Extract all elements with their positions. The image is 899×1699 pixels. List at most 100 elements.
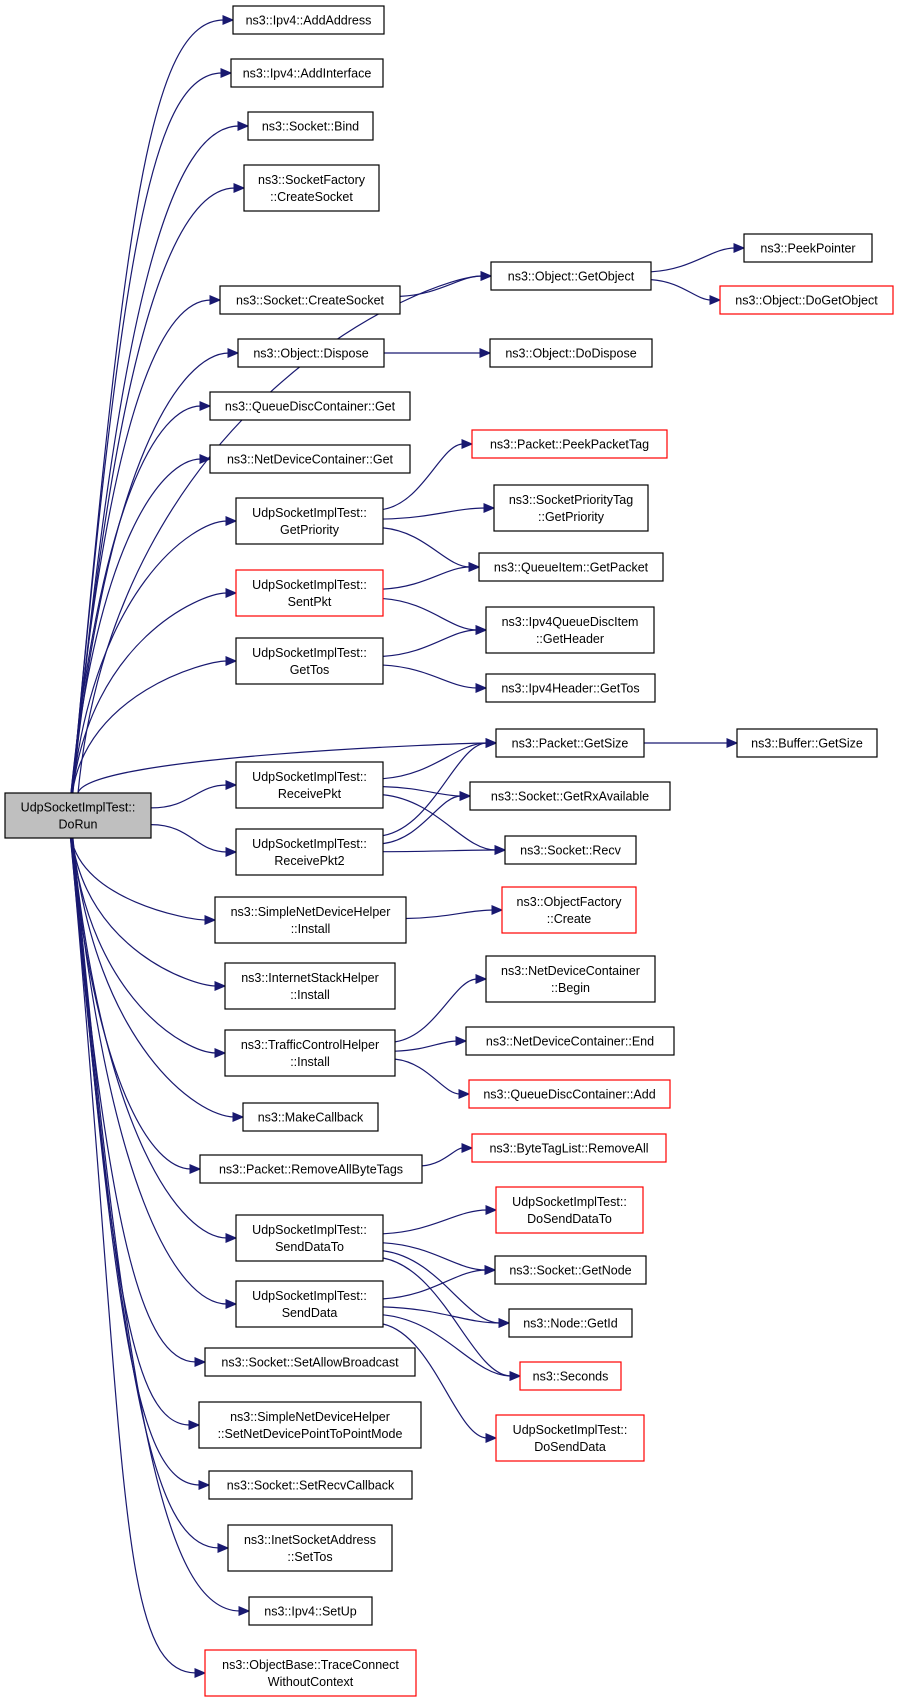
node-sptgetprio[interactable]: ns3::SocketPriorityTag::GetPriority (493, 484, 649, 532)
edge-line (71, 19, 225, 794)
edge-line (382, 527, 471, 568)
edge-line (394, 1058, 461, 1095)
node-makecallback[interactable]: ns3::MakeCallback (242, 1102, 379, 1132)
node-label: ns3::Object::GetObject (508, 270, 635, 284)
node-addaddress[interactable]: ns3::Ipv4::AddAddress (232, 5, 385, 35)
node-getrxavail[interactable]: ns3::Socket::GetRxAvailable (469, 781, 671, 811)
edge-arrowhead (198, 1480, 211, 1490)
edge-arrowhead (468, 562, 481, 572)
edge-dorun-to-tchinstall (71, 837, 227, 1058)
edge-gettos-to-ipv4hdrgettos (382, 664, 488, 693)
node-qdcadd[interactable]: ns3::QueueDiscContainer::Add (468, 1079, 671, 1109)
node-box (235, 761, 384, 809)
edge-dorun-to-receivepkt2 (150, 824, 238, 857)
node-box (235, 1214, 384, 1262)
node-label: ns3::SimpleNetDeviceHelper (231, 905, 391, 919)
node-box (232, 5, 385, 35)
node-screate[interactable]: ns3::Socket::CreateSocket (219, 285, 401, 315)
edge-dorun-to-senddata (71, 837, 238, 1309)
node-ipv4qdigethdr[interactable]: ns3::Ipv4QueueDiscItem::GetHeader (485, 606, 655, 654)
node-removeallbytetags[interactable]: ns3::Packet::RemoveAllByteTags (199, 1154, 423, 1184)
node-recv[interactable]: ns3::Socket::Recv (504, 835, 637, 865)
edge-screate-to-getobject (399, 271, 493, 297)
node-label: UdpSocketImplTest:: (512, 1195, 627, 1209)
node-getpriority[interactable]: UdpSocketImplTest::GetPriority (235, 497, 384, 545)
node-dorun[interactable]: UdpSocketImplTest::DoRun (4, 792, 152, 839)
node-label: ns3::TrafficControlHelper (241, 1038, 379, 1052)
node-bind[interactable]: ns3::Socket::Bind (247, 111, 374, 141)
edge-arrowhead (225, 1299, 238, 1309)
node-qdcget[interactable]: ns3::QueueDiscContainer::Get (209, 391, 411, 421)
node-box (494, 1255, 647, 1285)
node-label: ::Install (291, 922, 331, 936)
node-dodispose[interactable]: ns3::Object::DoDispose (489, 338, 653, 368)
node-label: ns3::Object::DoDispose (505, 347, 636, 361)
node-box (214, 896, 407, 944)
edges-layer (69, 15, 746, 1678)
edge-senddata-to-getnode (382, 1265, 497, 1300)
node-senddatato[interactable]: UdpSocketImplTest::SendDataTo (235, 1214, 384, 1262)
node-pktgetsize[interactable]: ns3::Packet::GetSize (495, 728, 645, 758)
edge-line (71, 837, 228, 1305)
node-nodegetid[interactable]: ns3::Node::GetId (508, 1308, 633, 1338)
node-dogetobject[interactable]: ns3::Object::DoGetObject (719, 285, 894, 315)
node-receivepkt2[interactable]: UdpSocketImplTest::ReceivePkt2 (235, 828, 384, 876)
edge-line (70, 837, 201, 1486)
node-gettos[interactable]: UdpSocketImplTest::GetTos (235, 637, 384, 685)
edge-line (72, 837, 235, 1118)
node-box (719, 285, 894, 315)
node-addinterface[interactable]: ns3::Ipv4::AddInterface (230, 58, 384, 88)
edge-receivepkt-to-getrxavail (382, 786, 472, 801)
node-receivepkt[interactable]: UdpSocketImplTest::ReceivePkt (235, 761, 384, 809)
node-label: ns3::SocketFactory (258, 173, 366, 187)
edge-arrowhead (194, 1668, 207, 1678)
node-ishinstall[interactable]: ns3::InternetStackHelper::Install (224, 962, 396, 1010)
node-label: GetTos (290, 663, 330, 677)
node-box (235, 1280, 384, 1328)
node-traceconnect[interactable]: ns3::ObjectBase::TraceConnectWithoutCont… (204, 1649, 417, 1697)
edge-line (71, 837, 228, 1239)
node-ndcbegin[interactable]: ns3::NetDeviceContainer::Begin (485, 955, 656, 1003)
edge-line (399, 275, 483, 297)
edge-line (71, 837, 217, 1054)
node-dispose[interactable]: ns3::Object::Dispose (237, 338, 385, 368)
node-setrecvcb[interactable]: ns3::Socket::SetRecvCallback (208, 1470, 413, 1500)
node-ofcreate[interactable]: ns3::ObjectFactory::Create (501, 886, 637, 934)
edge-arrowhead (485, 1205, 498, 1215)
edge-gettos-to-ipv4qdigethdr (382, 625, 488, 657)
node-inetsettos[interactable]: ns3::InetSocketAddress::SetTos (227, 1524, 393, 1572)
node-sfcreate[interactable]: ns3::SocketFactory::CreateSocket (243, 164, 380, 212)
node-setallowbc[interactable]: ns3::Socket::SetAllowBroadcast (204, 1347, 416, 1377)
node-dosenddatato[interactable]: UdpSocketImplTest::DoSendDataTo (495, 1186, 644, 1234)
edge-line (382, 1306, 501, 1324)
node-ipv4hdrgettos[interactable]: ns3::Ipv4Header::GetTos (485, 673, 656, 703)
node-qigetpacket[interactable]: ns3::QueueItem::GetPacket (478, 552, 664, 582)
node-bufgetsize[interactable]: ns3::Buffer::GetSize (736, 728, 878, 758)
node-btlremoveall[interactable]: ns3::ByteTagList::RemoveAll (471, 1133, 667, 1163)
node-box (235, 497, 384, 545)
node-label: WithoutContext (268, 1675, 354, 1689)
node-ndcend[interactable]: ns3::NetDeviceContainer::End (465, 1026, 675, 1056)
node-tchinstall[interactable]: ns3::TrafficControlHelper::Install (224, 1029, 396, 1077)
node-peekpackettag[interactable]: ns3::Packet::PeekPacketTag (471, 429, 668, 459)
node-sndhinstall[interactable]: ns3::SimpleNetDeviceHelper::Install (214, 896, 407, 944)
edge-getpriority-to-sptgetprio (382, 503, 496, 520)
edge-senddata-to-nodegetid (382, 1306, 511, 1328)
edge-line (382, 1257, 512, 1377)
node-ndcget[interactable]: ns3::NetDeviceContainer::Get (209, 444, 411, 474)
node-getnode[interactable]: ns3::Socket::GetNode (494, 1255, 647, 1285)
node-setnetdevp2p[interactable]: ns3::SimpleNetDeviceHelper::SetNetDevice… (198, 1401, 422, 1449)
node-sentpkt[interactable]: UdpSocketImplTest::SentPkt (235, 569, 384, 617)
node-label: UdpSocketImplTest:: (252, 578, 367, 592)
edge-arrowhead (225, 588, 238, 598)
edge-line (382, 566, 471, 590)
node-dosenddata[interactable]: UdpSocketImplTest::DoSendData (495, 1414, 645, 1462)
node-label: UdpSocketImplTest:: (252, 1289, 367, 1303)
node-label: ns3::ByteTagList::RemoveAll (489, 1142, 648, 1156)
node-getobject[interactable]: ns3::Object::GetObject (490, 261, 652, 291)
node-peekpointer[interactable]: ns3::PeekPointer (743, 233, 873, 263)
node-ipv4setup[interactable]: ns3::Ipv4::SetUp (248, 1596, 373, 1626)
node-seconds[interactable]: ns3::Seconds (519, 1361, 622, 1391)
node-senddata[interactable]: UdpSocketImplTest::SendData (235, 1280, 384, 1328)
edge-dorun-to-makecallback (72, 837, 245, 1122)
